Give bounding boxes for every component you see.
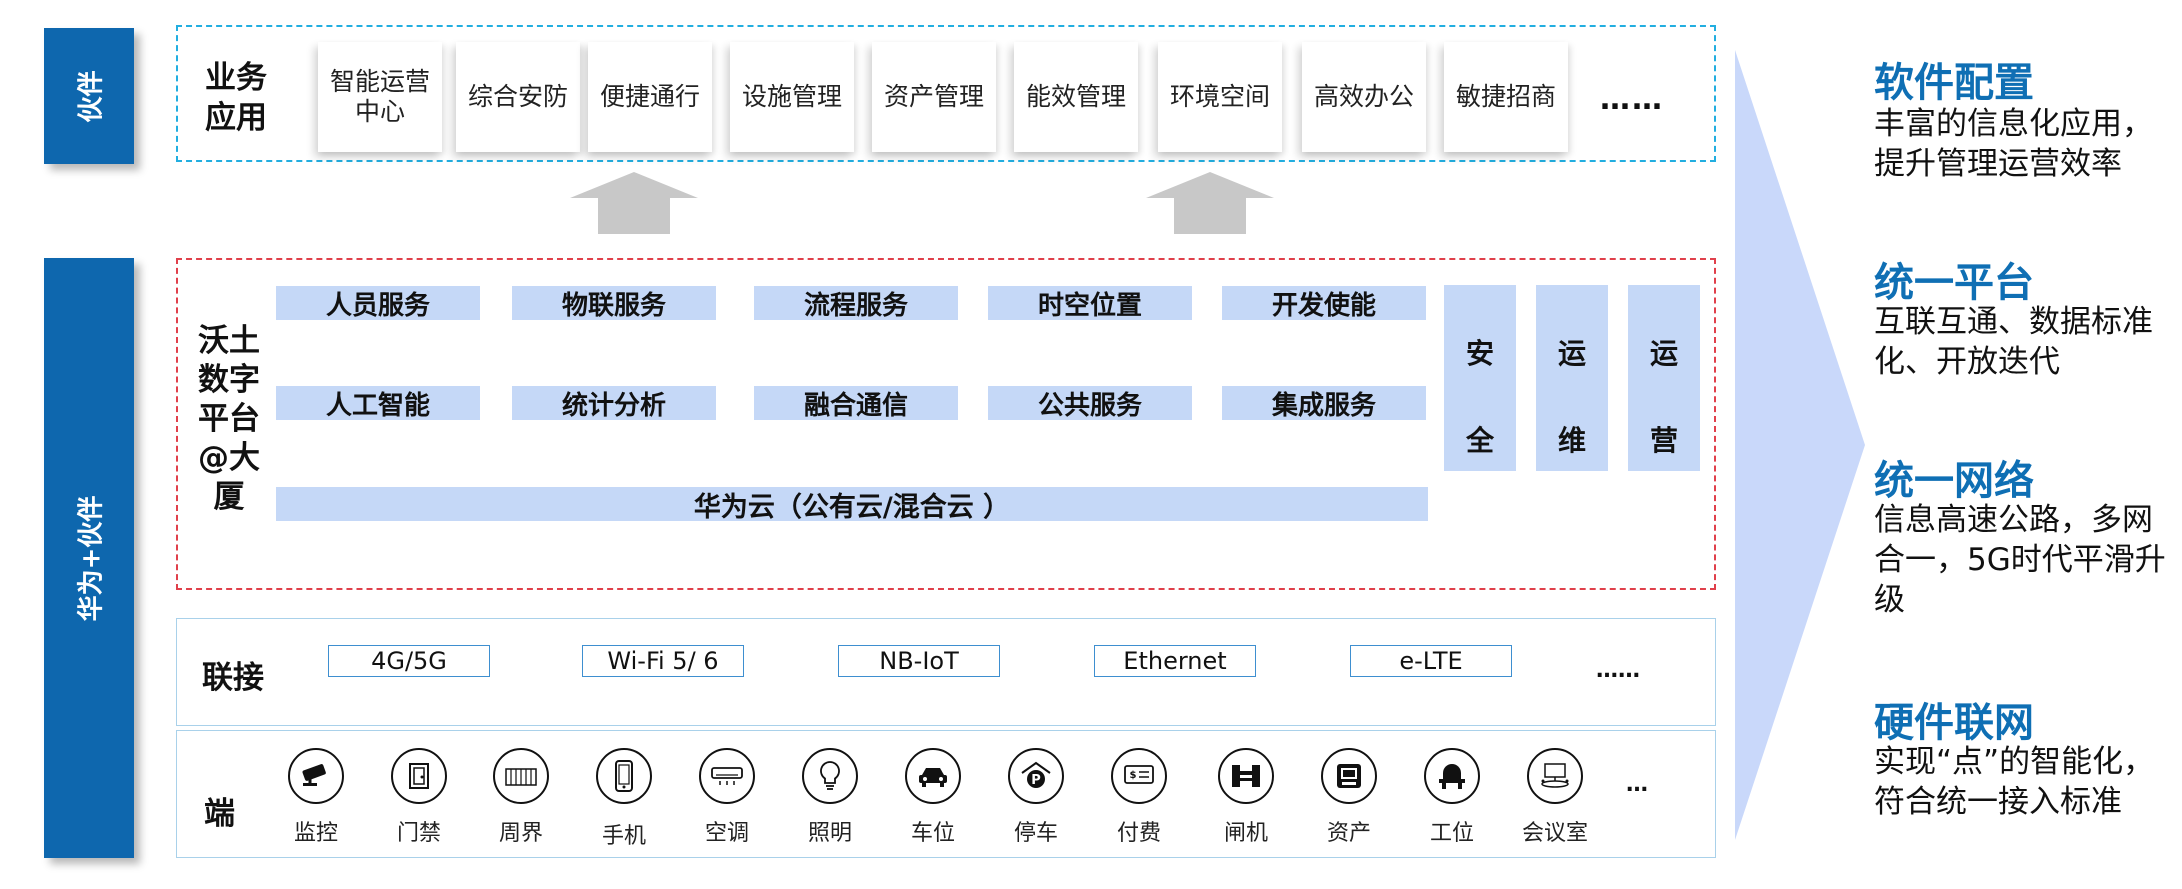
business-application-layer — [176, 25, 1716, 162]
security-column-bottom: 全 — [1465, 424, 1494, 457]
terminal-label: 闸机 — [1223, 821, 1268, 846]
app-card: 敏捷招商 — [1444, 42, 1568, 152]
operations-column: 运 营 — [1628, 285, 1700, 471]
right-title: 软件配置 — [1874, 60, 2034, 106]
service-block: 流程服务 — [754, 286, 958, 321]
fence-icon — [493, 748, 549, 804]
app-card: 高效办公 — [1302, 42, 1426, 152]
terminal-label: 门禁 — [396, 821, 441, 846]
terminal-label: 停车 — [1013, 821, 1058, 846]
terminal-label: 手机 — [601, 824, 646, 849]
connection-more-ellipsis: …… — [1596, 658, 1640, 683]
app-card: 资产管理 — [872, 42, 996, 152]
camera-icon — [288, 748, 344, 804]
connection-title: 联接 — [202, 660, 264, 696]
terminal-label: 监控 — [293, 821, 338, 846]
service-block: 时空位置 — [988, 286, 1192, 321]
business-application-title: 业务应用 — [205, 60, 267, 136]
right-desc: 丰富的信息化应用，提升管理运营效率 — [1874, 106, 2153, 182]
connection-layer — [176, 618, 1716, 726]
service-block: 公共服务 — [988, 386, 1192, 421]
app-more-ellipsis: …… — [1600, 82, 1664, 117]
app-card: 环境空间 — [1158, 42, 1282, 152]
operations-maintenance-column: 运 维 — [1536, 285, 1608, 471]
connection-item: 4G/5G — [328, 645, 490, 677]
terminal-label: 照明 — [807, 821, 852, 846]
app-card: 设施管理 — [730, 42, 854, 152]
connection-item: Wi-Fi 5/ 6 — [582, 645, 744, 677]
security-column: 安 全 — [1444, 285, 1516, 471]
bulb-icon — [802, 748, 858, 804]
payment-icon: $ — [1111, 748, 1167, 804]
workstation-icon — [1424, 748, 1480, 804]
huawei-cloud-bar: 华为云（公有云/混合云 ） — [276, 487, 1428, 523]
air-conditioner-icon — [699, 748, 755, 804]
security-column-top: 安 — [1465, 337, 1494, 370]
service-block: 物联服务 — [512, 286, 716, 321]
door-icon — [391, 748, 447, 804]
terminal-label: 工位 — [1429, 821, 1474, 846]
terminal-layer — [176, 730, 1716, 858]
operations-column-top: 运 — [1649, 337, 1678, 370]
terminal-title: 端 — [204, 796, 235, 832]
service-block: 人员服务 — [276, 286, 480, 321]
terminal-label: 空调 — [704, 821, 749, 846]
car-icon — [905, 748, 961, 804]
terminal-label: 周界 — [498, 821, 543, 846]
partner-side-bar: 伙伴 — [44, 28, 134, 164]
service-block: 统计分析 — [512, 386, 716, 421]
terminal-label: 会议室 — [1521, 821, 1588, 846]
connection-item: NB-IoT — [838, 645, 1000, 677]
terminal-label: 车位 — [910, 821, 955, 846]
right-desc: 互联互通、数据标准化、开放迭代 — [1874, 304, 2153, 380]
service-block: 人工智能 — [276, 386, 480, 421]
app-card: 能效管理 — [1014, 42, 1138, 152]
app-card: 综合安防 — [456, 42, 580, 152]
right-title: 硬件联网 — [1874, 700, 2034, 746]
app-card: 便捷通行 — [588, 42, 712, 152]
up-arrow-icon — [1146, 172, 1274, 234]
huawei-partner-side-bar: 华为+伙伴 — [44, 258, 134, 858]
right-desc: 实现“点”的智能化，符合统一接入标准 — [1874, 744, 2155, 820]
huawei-partner-side-label: 华为+伙伴 — [76, 495, 107, 621]
digital-platform-layer — [176, 258, 1716, 590]
right-title: 统一网络 — [1874, 458, 2034, 504]
connection-item: e-LTE — [1350, 645, 1512, 677]
right-title: 统一平台 — [1874, 260, 2034, 306]
parking-icon: P — [1008, 748, 1064, 804]
digital-platform-title: 沃土数字平台@大厦 — [198, 323, 260, 515]
om-column-top: 运 — [1557, 337, 1586, 370]
gate-icon — [1218, 748, 1274, 804]
partner-side-label: 伙伴 — [76, 69, 107, 123]
terminal-label: 资产 — [1326, 821, 1371, 846]
om-column-bottom: 维 — [1557, 424, 1586, 457]
right-desc: 信息高速公路，多网合一，5G时代平滑升级 — [1874, 502, 2166, 618]
svg-text:$: $ — [1130, 770, 1137, 781]
terminal-label: 付费 — [1116, 821, 1161, 846]
app-card: 智能运营中心 — [318, 42, 442, 152]
operations-column-bottom: 营 — [1649, 424, 1678, 457]
meeting-room-icon — [1527, 748, 1583, 804]
terminal-more-ellipsis: … — [1626, 772, 1648, 797]
service-block: 开发使能 — [1222, 286, 1426, 321]
big-right-arrow-icon — [1735, 50, 1865, 840]
up-arrow-icon — [570, 172, 698, 234]
service-block: 集成服务 — [1222, 386, 1426, 421]
svg-text:P: P — [1031, 773, 1041, 788]
phone-icon — [596, 748, 652, 804]
asset-icon — [1321, 748, 1377, 804]
connection-item: Ethernet — [1094, 645, 1256, 677]
service-block: 融合通信 — [754, 386, 958, 421]
